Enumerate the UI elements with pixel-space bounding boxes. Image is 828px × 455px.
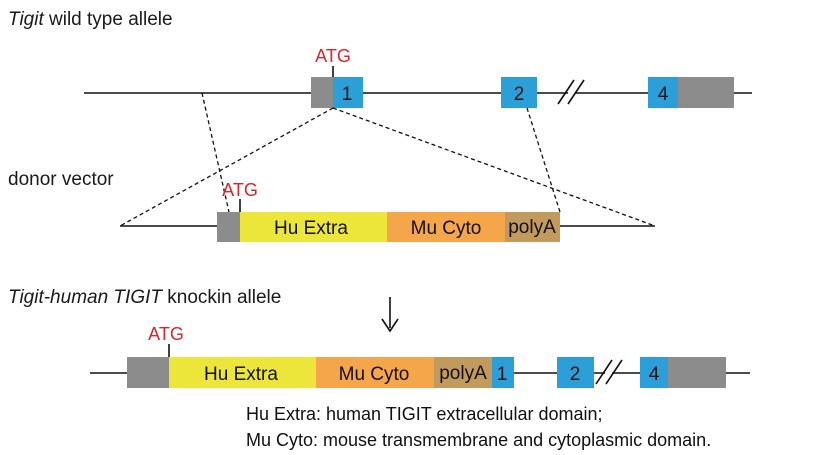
- donor-mu-cyto: [387, 212, 505, 242]
- ki-exon-1-label: 1: [497, 364, 508, 385]
- wt-exon-2-label: 2: [514, 84, 525, 105]
- ki-polya-label: polyA: [439, 363, 487, 384]
- ki-mu-cyto-label: Mu Cyto: [339, 364, 410, 385]
- ki-break-mark-2: [605, 359, 623, 385]
- wild-type-title-rest: wild type allele: [44, 9, 173, 30]
- ki-exon-4: [640, 357, 668, 388]
- wild-type-allele: 1 2 4 ATG: [84, 46, 752, 108]
- wt-exon-1-label: 1: [342, 84, 353, 105]
- homology-line-right-arm: [526, 107, 561, 213]
- wt-exon-1: [333, 77, 363, 108]
- knockin-title: Tigit-human TIGIT knockin allele: [8, 287, 281, 308]
- ki-5utr: [127, 357, 169, 388]
- legend-hu-extra: Hu Extra: human TIGIT extracellular doma…: [246, 404, 602, 424]
- ki-exon-2: [557, 357, 594, 388]
- donor-vector: Hu Extra Mu Cyto polyA ATG: [120, 180, 655, 242]
- ki-exon-1: [492, 357, 514, 388]
- wt-3utr: [678, 77, 734, 108]
- knockin-title-gene: Tigit-human TIGIT: [8, 287, 163, 308]
- wt-break-mark-1: [557, 79, 575, 105]
- wild-type-title-gene: Tigit: [8, 9, 44, 30]
- donor-hu-extra: [240, 212, 387, 242]
- ki-hu-extra: [169, 357, 316, 388]
- ki-exon-4-label: 4: [649, 364, 660, 385]
- homology-lines-top: [119, 92, 656, 227]
- wt-5utr: [311, 77, 333, 108]
- down-arrow-head: [381, 318, 399, 333]
- wt-exon-2: [501, 77, 537, 108]
- wt-atg-label: ATG: [315, 46, 351, 66]
- homology-line-right-outer: [332, 107, 656, 227]
- ki-atg-label: ATG: [148, 324, 184, 344]
- homology-line-left-arm: [201, 92, 230, 213]
- donor-polya: [505, 212, 560, 242]
- donor-5utr: [217, 212, 240, 242]
- down-arrow-icon: [381, 297, 399, 333]
- knockin-allele: Hu Extra Mu Cyto polyA 1 2 4 ATG: [90, 324, 750, 388]
- ki-exon-2-label: 2: [570, 364, 581, 385]
- wild-type-title: Tigit wild type allele: [8, 9, 173, 30]
- ki-break-mark-1: [595, 359, 613, 385]
- ki-mu-cyto: [316, 357, 434, 388]
- ki-polya: [434, 357, 492, 388]
- wt-exon-4: [648, 77, 678, 108]
- donor-hu-extra-label: Hu Extra: [274, 218, 348, 239]
- donor-vector-title: donor vector: [8, 169, 114, 190]
- homology-line-left-outer: [119, 107, 334, 227]
- donor-polya-label: polyA: [508, 217, 556, 238]
- wt-exon-4-label: 4: [658, 84, 669, 105]
- knockin-title-rest: knockin allele: [162, 287, 281, 308]
- ki-3utr: [668, 357, 726, 388]
- ki-hu-extra-label: Hu Extra: [204, 364, 278, 385]
- wt-break-mark-2: [567, 79, 585, 105]
- donor-atg-label: ATG: [222, 180, 258, 200]
- donor-mu-cyto-label: Mu Cyto: [411, 218, 482, 239]
- legend-mu-cyto: Mu Cyto: mouse transmembrane and cytopla…: [246, 430, 711, 450]
